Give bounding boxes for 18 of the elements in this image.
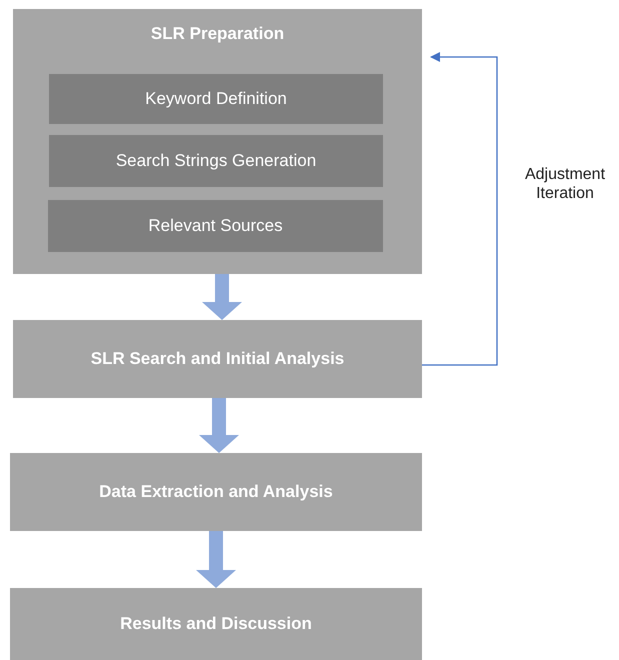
step-title: Keyword Definition	[145, 88, 287, 110]
step-title: Search Strings Generation	[116, 150, 316, 172]
step-title: Data Extraction and Analysis	[99, 482, 333, 502]
sub-step-box	[48, 200, 383, 252]
step-title: Results and Discussion	[120, 614, 312, 634]
step-title: Relevant Sources	[148, 216, 283, 236]
sub-step-box	[49, 74, 383, 124]
step-title: SLR Preparation	[150, 24, 284, 44]
feedback-arrow	[422, 52, 498, 366]
process-box	[10, 453, 422, 531]
process-box	[10, 588, 422, 660]
phase-panel	[13, 9, 422, 274]
block-arrow	[196, 531, 236, 588]
process-box	[13, 320, 422, 398]
sub-step-box	[49, 135, 383, 187]
block-arrow	[202, 274, 242, 320]
step-title: SLR Search and Initial Analysis	[90, 348, 344, 370]
block-arrow	[199, 398, 239, 453]
